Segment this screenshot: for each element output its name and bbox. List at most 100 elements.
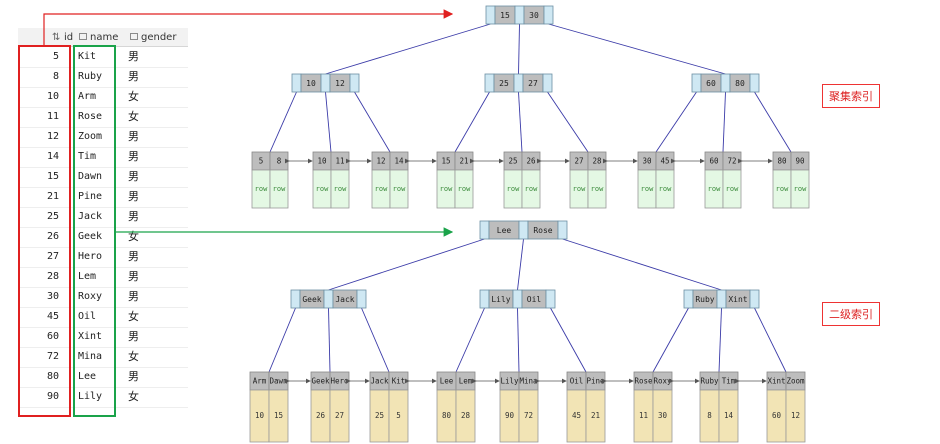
cell-id: 27 [46, 251, 59, 262]
node-key-label: 15 [500, 11, 510, 20]
leaf-key-label: 60 [709, 157, 719, 166]
leaf-value-label: 11 [639, 411, 648, 420]
node-pointer [749, 289, 760, 309]
node-pointer [479, 289, 490, 309]
leaf-value [389, 169, 409, 209]
cell-gender: 男 [128, 370, 139, 383]
table-row[interactable]: 8 Ruby 男 [18, 67, 188, 88]
cell-gender: 女 [128, 310, 139, 323]
secondary-internal-node: Geek Jack [290, 289, 367, 309]
node-pointer [479, 220, 490, 240]
leaf-key-label: 8 [277, 157, 282, 166]
leaf-key-label: Pine [586, 377, 605, 386]
node-key-label: Lily [491, 295, 510, 304]
cell-id: 21 [46, 191, 59, 202]
leaf-key-label: Jack [370, 377, 389, 386]
leaf-key-label: 90 [795, 157, 805, 166]
cell-id: 11 [46, 111, 59, 122]
node-pointer [518, 220, 529, 240]
column-header-id[interactable]: id [64, 31, 74, 43]
cell-name: Ruby [78, 71, 103, 82]
cell-gender: 男 [128, 210, 139, 223]
leaf-value-label: 30 [658, 411, 668, 420]
leaf-value-label: row [316, 185, 329, 193]
cell-id: 80 [46, 371, 59, 382]
leaf-key-label: 15 [441, 157, 450, 166]
column-header-name[interactable]: name [90, 31, 119, 43]
leaf-key-label: 25 [508, 157, 517, 166]
leaf-key-label: 11 [335, 157, 344, 166]
tree-edge [652, 307, 689, 373]
cell-gender: 男 [128, 250, 139, 263]
node-pointer [513, 73, 524, 93]
node-pointer [543, 5, 554, 25]
cell-id: 90 [46, 391, 59, 402]
leaf-value-label: row [726, 185, 739, 193]
leaf-value [521, 169, 541, 209]
leaf-key-label: 26 [526, 157, 536, 166]
leaf-key-label: Tim [722, 377, 736, 386]
leaf-value-label: 27 [335, 411, 344, 420]
leaf-value-label: row [440, 185, 453, 193]
cell-name: Mina [78, 351, 103, 362]
leaf-value-label: 5 [396, 411, 401, 420]
cell-gender: 男 [128, 150, 139, 163]
tree-edge [325, 23, 491, 75]
cell-id: 8 [52, 71, 59, 82]
leaf-value-label: row [255, 185, 268, 193]
leaf-value-label: 90 [505, 411, 515, 420]
cell-name: Dawn [78, 171, 103, 182]
node-key-label: 60 [706, 79, 716, 88]
tree-edge [548, 23, 726, 75]
node-key-label: Jack [335, 295, 354, 304]
tree-edge [361, 307, 390, 373]
tree-edge [328, 238, 485, 291]
leaf-key-label: 21 [459, 157, 468, 166]
column-header-gender[interactable]: gender [141, 31, 177, 43]
leaf-value [585, 389, 606, 443]
cell-id: 12 [46, 131, 59, 142]
leaf-value-label: 10 [255, 411, 265, 420]
cell-gender: 男 [128, 70, 139, 83]
cell-gender: 男 [128, 50, 139, 63]
node-pointer [557, 220, 568, 240]
tree-edge [325, 91, 332, 153]
leaf-key-label: Mina [519, 377, 537, 386]
cell-id: 5 [52, 51, 59, 62]
leaf-value-label: row [708, 185, 721, 193]
column-icon-name [79, 33, 87, 40]
leaf-value-label: 25 [375, 411, 384, 420]
leaf-key-label: Roxy [653, 377, 672, 386]
cell-gender: 女 [128, 110, 139, 123]
node-key-label: 10 [306, 79, 316, 88]
leaf-value-label: row [776, 185, 789, 193]
cell-id: 30 [46, 291, 59, 302]
node-key-label: Geek [302, 295, 321, 304]
cell-id: 28 [46, 271, 59, 282]
leaf-value [785, 389, 806, 443]
